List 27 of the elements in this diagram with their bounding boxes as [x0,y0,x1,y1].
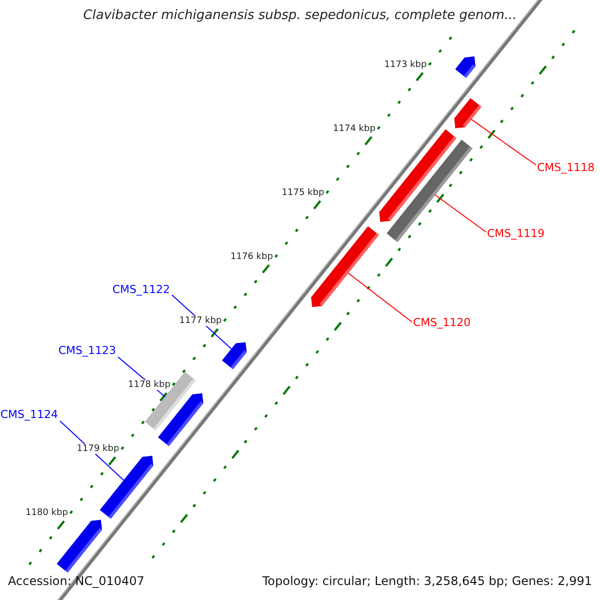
tick-label: 1180 kbp [24,508,69,518]
gene-feature [222,342,247,370]
gene-label: CMS_1122 [112,284,170,297]
gene-feature [454,98,482,128]
gene-feature [386,140,472,242]
leader-line [434,194,486,232]
gene-feature [455,56,476,78]
gene-label: CMS_1124 [0,409,58,422]
tick-label: 1178 kbp [127,380,172,390]
tick-label: 1174 kbp [332,124,376,134]
gene-feature [56,520,102,573]
tick-label: 1176 kbp [230,252,274,262]
tick-label: 1177 kbp [178,316,223,326]
tick-label: 1175 kbp [280,188,326,198]
leader-line [470,118,536,166]
gene-label: CMS_1118 [537,162,595,175]
leader-line [348,272,412,322]
gene-label: CMS_1120 [413,317,471,330]
gene-feature [311,226,379,308]
gene-label: CMS_1123 [58,345,116,358]
title: Clavibacter michiganensis subsp. sepedonicus, complete genom... [82,9,518,24]
footer-text: Topology: circular; Length: 3,258,645 bp; Genes: 2,991 [262,575,592,589]
tick-label: 1179 kbp [76,444,120,454]
gene-feature [158,393,204,446]
gene-feature [100,456,154,519]
gene-label: CMS_1119 [487,228,545,241]
tick-label: 1173 kbp [383,60,428,70]
